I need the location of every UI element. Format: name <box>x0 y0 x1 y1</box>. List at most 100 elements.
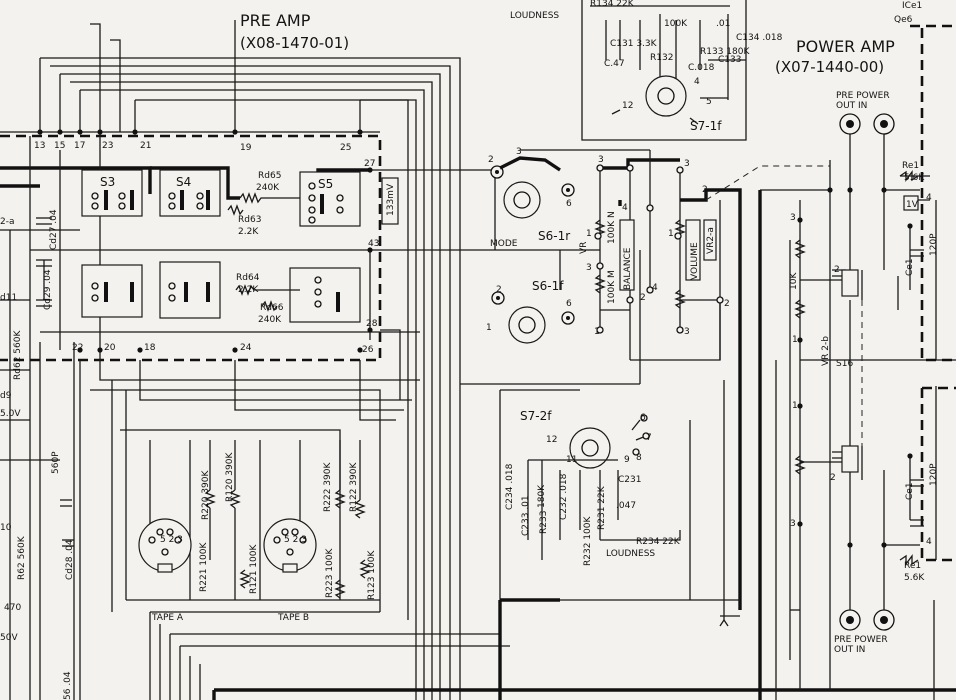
re1-top-value: 5.6K <box>904 173 925 183</box>
terminal-26: 26 <box>362 345 374 355</box>
loudness-lower-network <box>527 414 681 560</box>
c120p-bottom: 120P <box>929 463 939 486</box>
vr2a-label: VR2-a <box>706 227 716 254</box>
re1-bottom-label: Re1 <box>904 561 921 571</box>
signal-level-box <box>381 177 399 225</box>
vr-pin3-bottom: 3 <box>790 519 796 529</box>
s6-1f-label: S6-1f <box>532 279 564 293</box>
pin12-bottom: 12 <box>546 435 557 445</box>
pin4-top: 4 <box>694 77 700 87</box>
qe6-label: Qe6 <box>894 15 913 25</box>
r234-label: R234 22K <box>636 537 681 547</box>
vol-pin3: 3 <box>684 159 690 169</box>
r223-label: R223 100K <box>325 548 335 598</box>
c56-label: 56 .04 <box>63 671 73 700</box>
terminal-13: 13 <box>34 141 45 151</box>
rd64-value: 2.2K <box>238 285 259 295</box>
s6-1r-label: S6-1r <box>538 229 570 243</box>
c134-label: C134 .018 <box>736 33 783 43</box>
c133-label: C133 <box>718 55 741 65</box>
s7-2f-label: S7-2f <box>520 409 552 423</box>
pin7-bottom: 7 <box>646 433 652 443</box>
left-50v: 50V <box>0 633 18 643</box>
preamp-title: PRE AMP <box>240 11 311 30</box>
terminal-25: 25 <box>340 143 351 153</box>
s7-1f-label: S7-1f <box>690 119 722 133</box>
terminal-24: 24 <box>240 343 252 353</box>
r233-label: R233 <box>539 511 549 534</box>
terminal-27: 27 <box>364 159 375 169</box>
c234-label: C234 .018 <box>505 463 515 510</box>
left-10: 10 <box>0 523 12 533</box>
ce1-top-label: Ce1 <box>905 258 915 276</box>
resistors-preamp <box>204 192 371 600</box>
pin4-top-pa: 4 <box>926 193 932 203</box>
preamp-part-number: (X08-1470-01) <box>240 34 349 52</box>
vr-pin1-bottom: 1 <box>792 401 798 411</box>
vr2b-label: VR 2-b <box>821 336 831 366</box>
bal-pin1: 1 <box>586 229 592 239</box>
tape-b-pins: 5 2 3 <box>284 535 307 545</box>
c047-label: .047 <box>616 501 636 511</box>
rd66-value: 240K <box>258 315 282 325</box>
r134-label: R134 22K <box>590 0 635 9</box>
c47-label: C.47 <box>604 59 625 69</box>
switch-bank-lower <box>81 261 361 323</box>
r62-label: R62 560K <box>17 535 27 580</box>
terminal-18: 18 <box>144 343 156 353</box>
terminal-22: 22 <box>72 343 83 353</box>
pin11-bottom: 11 <box>566 455 577 465</box>
poweramp-part-number: (X07-1440-00) <box>775 58 884 76</box>
cd27-label: Cd27 .04 <box>49 209 59 250</box>
rca-jacks <box>797 113 913 631</box>
left-d11: d11 <box>0 293 17 303</box>
loudness-label-top: LOUDNESS <box>510 11 559 21</box>
c231-label: C231 <box>618 475 641 485</box>
terminal-21: 21 <box>140 141 151 151</box>
c100k-label: 100K <box>664 19 688 29</box>
left-d9: d9 <box>0 391 12 401</box>
left-5v: 5.0V <box>0 409 21 419</box>
pre-power-top: PRE POWER <box>836 91 890 101</box>
r121-label: R121 100K <box>249 544 259 594</box>
left-470: 470 <box>4 603 21 613</box>
r120-label: R120 390K <box>225 452 235 502</box>
r122-label: R122 390K <box>349 462 359 512</box>
vol-pin2b: 2 <box>724 299 730 309</box>
r232-label: R232 100K <box>583 516 593 566</box>
tape-a-label: TAPE A <box>151 613 184 623</box>
c560p-label: 560P <box>51 451 61 474</box>
out-in-bottom: OUT IN <box>834 645 865 655</box>
terminal-23: 23 <box>102 141 113 151</box>
center-wiring <box>460 149 830 700</box>
bal-pin3b: 3 <box>586 263 592 273</box>
re1-top-label: Re1 <box>902 161 919 171</box>
r123-label: R123 100K <box>367 550 377 600</box>
terminal-17: 17 <box>74 141 85 151</box>
tape-a-pins: 5 2 3 <box>160 535 183 545</box>
c233-label: C233 .01 <box>521 495 531 536</box>
vol-pin4: 4 <box>652 283 658 293</box>
pre-power-bottom: PRE POWER <box>834 635 888 645</box>
rd64-label: Rd64 <box>236 273 260 283</box>
pin6-bottom: 6 <box>640 413 646 423</box>
rd63-label: Rd63 <box>238 215 261 225</box>
cd29-label: Cd29 .04 <box>43 269 53 310</box>
c018-label: C.018 <box>688 63 715 73</box>
vol-pin2: 2 <box>702 185 708 195</box>
bal-pin2: 2 <box>640 293 646 303</box>
left-board-edge <box>0 136 74 700</box>
rd66-label: Rd66 <box>260 303 284 313</box>
volume-label: VOLUME <box>690 242 700 280</box>
re1-bottom-value: 5.6K <box>904 573 925 583</box>
tape-b-label: TAPE B <box>277 613 309 623</box>
bal-r2-label: 100K M <box>607 270 617 304</box>
r132-label: R132 <box>650 53 673 63</box>
balance-volume-pots <box>594 164 724 334</box>
s16-label: S16 <box>836 359 853 369</box>
c232-label: C232 .018 <box>559 473 569 520</box>
bal-r1-label: 100K N <box>607 211 617 244</box>
